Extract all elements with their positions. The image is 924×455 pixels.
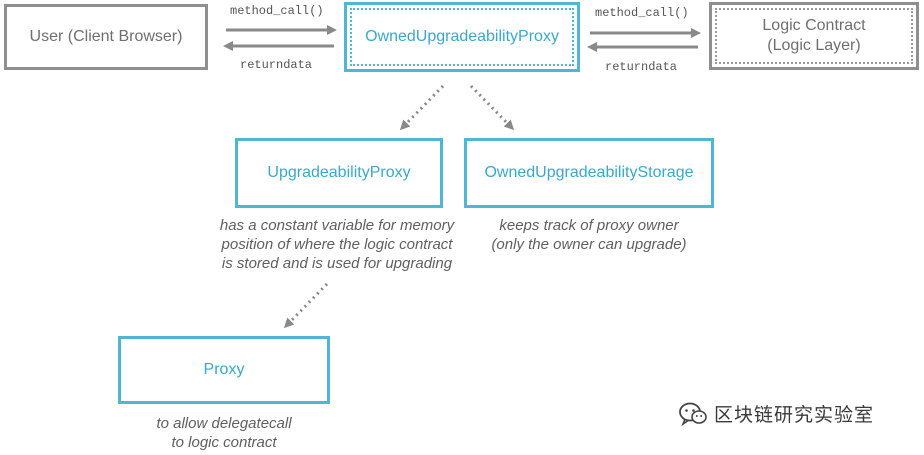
watermark-text: 区块链研究实验室 [714,404,875,426]
proxy-box: Proxy [118,336,330,404]
logic-contract-box: Logic Contract (Logic Layer) [709,2,919,70]
client-browser-label: User (Client Browser) [29,28,183,45]
note-proxy: to allow delegatecall to logic contract [156,415,292,451]
watermark: 区块链研究实验室 [678,400,874,427]
inherit-arrow-to-proxy [283,282,329,329]
note-owned-storage: keeps track of proxy owner (only the own… [491,217,687,253]
inherit-arrow-to-owned-storage [469,84,515,131]
inherit-arrow-to-upgradeability-proxy [399,84,445,131]
edge-label-client-method-call: method_call() [230,4,324,18]
owned-upgradeability-proxy-label: OwnedUpgradeabilityProxy [365,28,559,45]
client-browser-box: User (Client Browser) [4,4,208,70]
owned-upgradeability-storage-box: OwnedUpgradeabilityStorage [464,138,714,208]
edge-label-client-returndata: returndata [240,58,313,72]
upgradeability-proxy-box: UpgradeabilityProxy [235,138,443,208]
wechat-icon [679,402,707,426]
proxy-label: Proxy [203,361,245,378]
upgradeability-proxy-label: UpgradeabilityProxy [267,164,411,181]
edge-label-logic-returndata: returndata [605,60,678,74]
owned-upgradeability-proxy-box: OwnedUpgradeabilityProxy [344,2,580,72]
edge-label-logic-method-call: method_call() [595,6,689,20]
note-upgradeability-proxy: has a constant variable for memory posit… [219,217,455,272]
logic-contract-label: Logic Contract (Logic Layer) [762,17,866,54]
owned-upgradeability-storage-label: OwnedUpgradeabilityStorage [484,164,694,181]
